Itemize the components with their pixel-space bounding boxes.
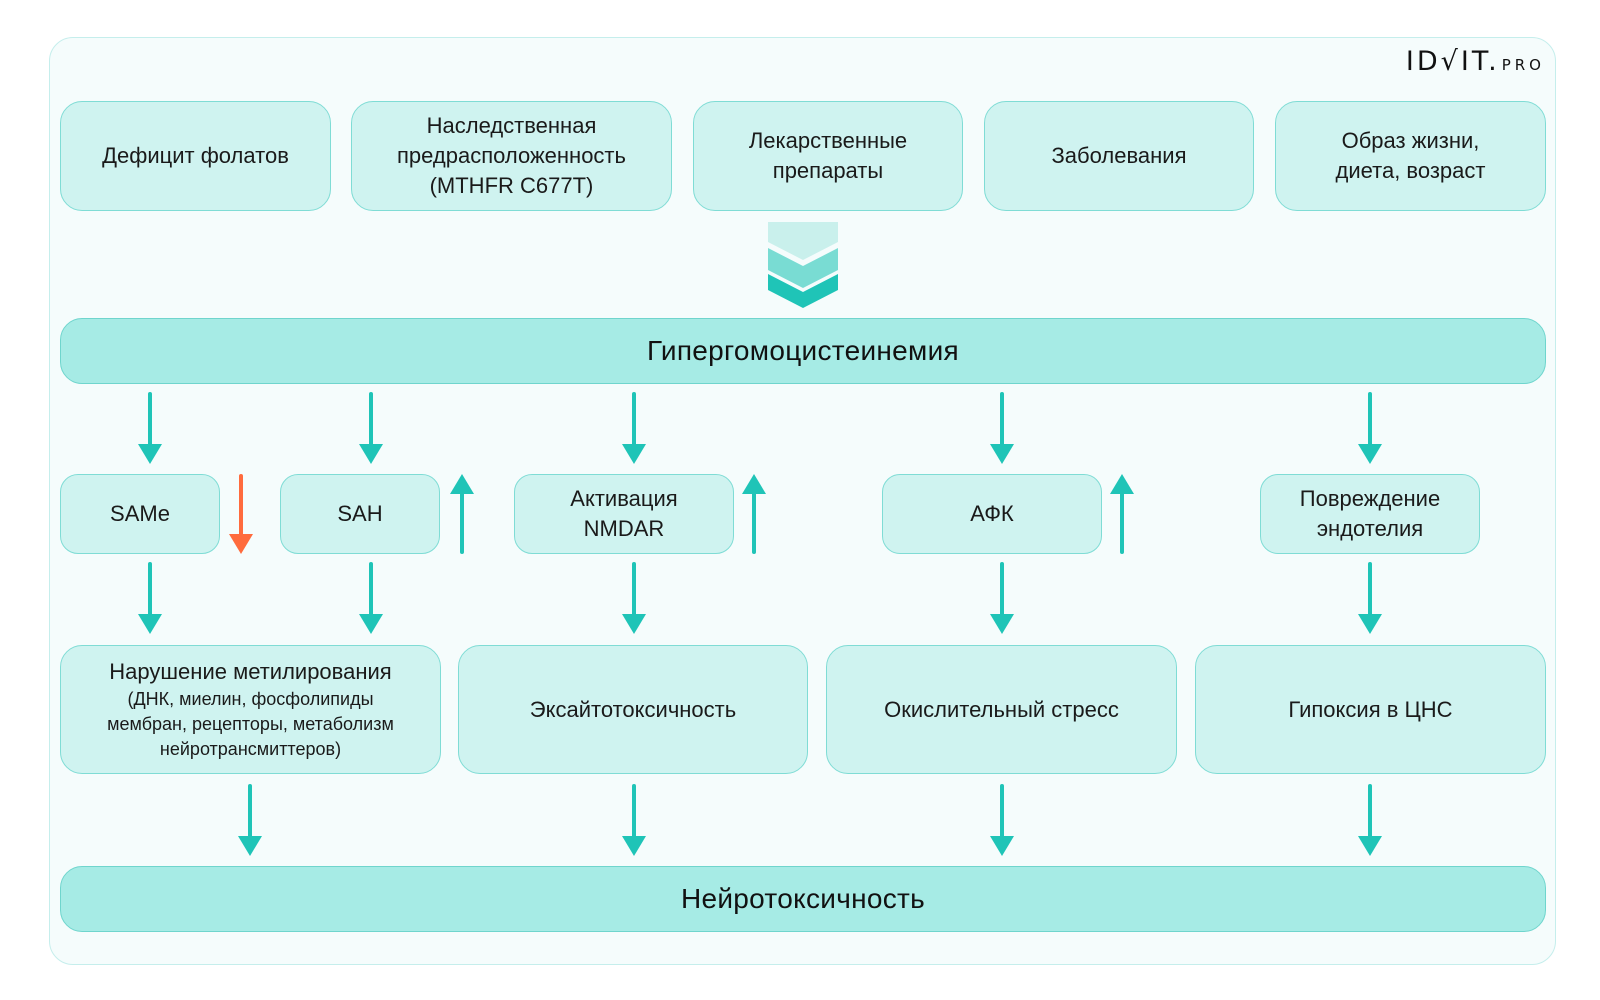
cause-label: Наследственная предрасположенность (MTHF…: [397, 113, 626, 198]
arrow-down-icon: [622, 784, 646, 856]
decrease-arrow-icon: [229, 474, 253, 554]
logo: ID√IT. PRO: [1406, 46, 1545, 77]
cause-label: Заболевания: [1051, 143, 1187, 168]
outcome-bar: Нейротоксичность: [60, 866, 1546, 932]
increase-arrow-icon: [742, 474, 766, 554]
effect-cns-hypoxia: Гипоксия в ЦНС: [1195, 645, 1546, 774]
arrow-down-icon: [1358, 784, 1382, 856]
logo-main: ID√IT.: [1405, 46, 1500, 77]
central-condition-bar: Гипергомоцистеинемия: [60, 318, 1546, 384]
effect-excitotoxicity: Эксайтотоксичность: [458, 645, 808, 774]
arrow-down-icon: [1358, 562, 1382, 634]
mechanism-sah: SAH: [280, 474, 440, 554]
mechanism-label: Активация NMDAR: [570, 486, 678, 541]
cause-diseases: Заболевания: [984, 101, 1254, 211]
chevron-light: [768, 222, 838, 260]
arrow-down-icon: [990, 562, 1014, 634]
mechanism-ros: АФК: [882, 474, 1102, 554]
mechanism-same: SAMe: [60, 474, 220, 554]
effect-label: Окислительный стресс: [884, 696, 1119, 722]
effect-label: Нарушение метилирования: [109, 659, 392, 684]
cause-label: Образ жизни, диета, возраст: [1335, 128, 1486, 183]
cause-label: Дефицит фолатов: [102, 143, 289, 168]
cause-lifestyle: Образ жизни, диета, возраст: [1275, 101, 1546, 211]
arrow-down-icon: [622, 392, 646, 464]
arrow-down-icon: [138, 392, 162, 464]
chevron-down-icon: [768, 222, 838, 308]
arrow-down-icon: [990, 784, 1014, 856]
logo-sub: PRO: [1501, 56, 1545, 74]
cause-folate-deficiency: Дефицит фолатов: [60, 101, 331, 211]
increase-arrow-icon: [450, 474, 474, 554]
mechanism-label: SAMe: [110, 501, 170, 526]
effect-detail: (ДНК, миелин, фосфолипиды мембран, рецеп…: [107, 689, 394, 759]
central-label: Гипергомоцистеинемия: [646, 335, 960, 366]
chevron-dark: [768, 274, 838, 308]
chevron-mid: [768, 248, 838, 288]
mechanism-label: АФК: [970, 501, 1014, 526]
effect-label: Эксайтотоксичность: [529, 696, 737, 722]
arrow-down-icon: [359, 562, 383, 634]
arrow-down-icon: [138, 562, 162, 634]
cause-hereditary: Наследственная предрасположенность (MTHF…: [351, 101, 672, 211]
mechanism-label: SAH: [337, 501, 383, 526]
arrow-down-icon: [359, 392, 383, 464]
arrow-down-icon: [990, 392, 1014, 464]
cause-drugs: Лекарственные препараты: [693, 101, 963, 211]
effect-oxidative-stress: Окислительный стресс: [826, 645, 1177, 774]
arrow-down-icon: [1358, 392, 1382, 464]
increase-arrow-icon: [1110, 474, 1134, 554]
mechanism-endothelium: Повреждение эндотелия: [1260, 474, 1480, 554]
arrow-down-icon: [622, 562, 646, 634]
effect-label: Гипоксия в ЦНС: [1288, 696, 1453, 722]
cause-label: Лекарственные препараты: [748, 128, 908, 183]
outcome-label: Нейротоксичность: [680, 883, 926, 914]
effect-methylation: Нарушение метилирования (ДНК, миелин, фо…: [60, 645, 441, 774]
mechanism-nmdar: Активация NMDAR: [514, 474, 734, 554]
arrow-down-icon: [238, 784, 262, 856]
mechanism-label: Повреждение эндотелия: [1299, 486, 1441, 541]
